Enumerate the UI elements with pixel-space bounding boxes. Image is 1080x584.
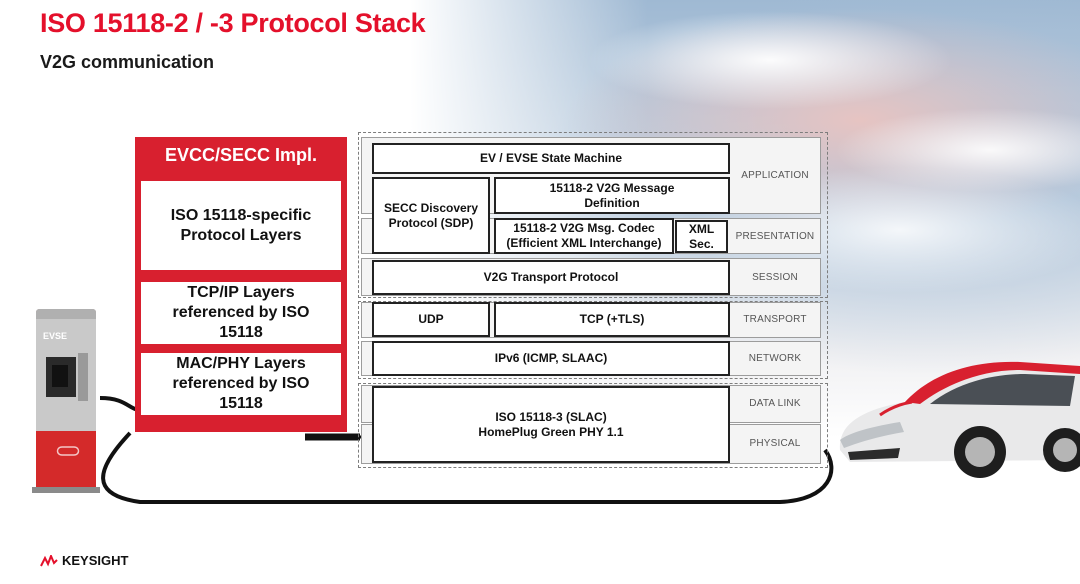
state-machine-box: EV / EVSE State Machine — [372, 143, 730, 174]
evse-label: EVSE — [43, 331, 68, 341]
slac-box: ISO 15118-3 (SLAC) HomePlug Green PHY 1.… — [372, 386, 730, 463]
layer-label-session: SESSION — [752, 272, 798, 283]
layer-label-application: APPLICATION — [741, 170, 809, 181]
ipv6-box: IPv6 (ICMP, SLAAC) — [372, 341, 730, 376]
udp-box: UDP — [372, 302, 490, 337]
iso-specific-layers-cell: ISO 15118-specific Protocol Layers — [141, 181, 341, 270]
implementation-stack: EVCC/SECC Impl. ISO 15118-specific Proto… — [135, 137, 347, 432]
brand-name: KEYSIGHT — [62, 553, 129, 568]
layer-label-presentation: PRESENTATION — [735, 231, 815, 242]
xml-security-box: XML Sec. — [675, 220, 728, 253]
page-subtitle: V2G communication — [40, 52, 215, 72]
evse-charger-icon — [32, 309, 100, 493]
page-title: ISO 15118-2 / -3 Protocol Stack — [40, 8, 426, 38]
tcpip-layers-cell: TCP/IP Layers referenced by ISO 15118 — [141, 282, 341, 344]
layer-label-data-link: DATA LINK — [749, 398, 801, 409]
msg-codec-box: 15118-2 V2G Msg. Codec (Efficient XML In… — [494, 218, 674, 254]
macphy-group-frame — [358, 383, 828, 468]
keysight-logo: KEYSIGHT — [40, 553, 128, 568]
tcpip-group-frame — [358, 301, 828, 379]
transport-protocol-box: V2G Transport Protocol — [372, 260, 730, 295]
implementation-stack-header: EVCC/SECC Impl. — [164, 144, 318, 165]
message-definition-box: 15118-2 V2G Message Definition — [494, 177, 730, 214]
tcp-box: TCP (+TLS) — [494, 302, 730, 337]
keysight-wave-icon — [40, 554, 58, 566]
iso-specific-group-frame — [358, 132, 828, 298]
layer-label-physical: PHYSICAL — [749, 438, 801, 449]
layer-label-network: NETWORK — [748, 353, 802, 364]
macphy-layers-cell: MAC/PHY Layers referenced by ISO 15118 — [141, 353, 341, 415]
sdp-box: SECC Discovery Protocol (SDP) — [372, 177, 490, 254]
electric-car-icon — [839, 361, 1080, 478]
layer-label-transport: TRANSPORT — [743, 314, 807, 325]
